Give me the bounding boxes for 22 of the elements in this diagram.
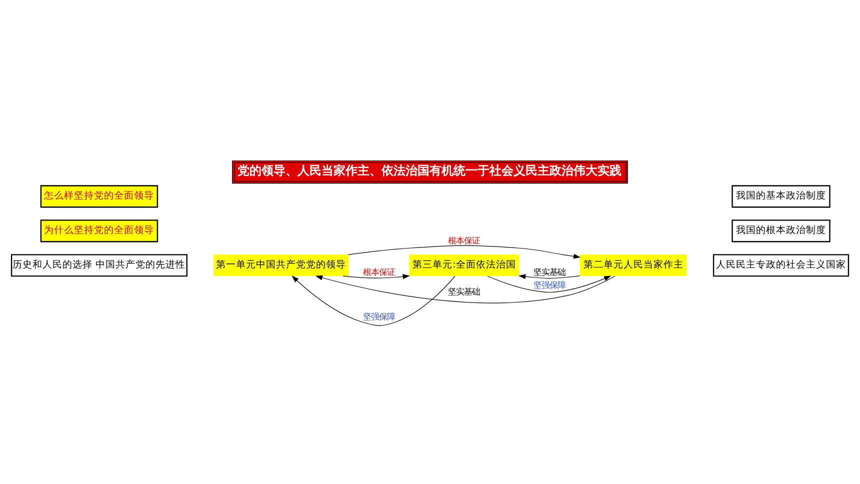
edge-label: 坚实基础 — [448, 286, 480, 297]
node-box: 第一单元中国共产党党的领导 — [214, 254, 349, 276]
arrow — [348, 245, 581, 259]
node-box: 人民民主专政的社会主义国家 — [712, 254, 850, 277]
arrow — [292, 276, 456, 326]
node-box: 第三单元:全面依法治国 — [409, 254, 520, 276]
node-box: 我国的根本政治制度 — [732, 220, 830, 242]
diagram-title: 党的领导、人民当家作主、依法治国有机统一于社会义民主政治伟大实践 — [237, 163, 622, 178]
edge-label: 坚实基础 — [533, 267, 566, 278]
node-box: 为什么坚持党的全面领导 — [40, 220, 158, 242]
edge-label: 根本保证 — [362, 267, 395, 278]
arrow — [518, 274, 580, 280]
edge-label: 坚强保障 — [362, 312, 395, 322]
arrow — [342, 274, 410, 280]
node-box: 历史和人民的选择 中国共产党的先进性 — [10, 254, 188, 277]
node-box: 第二单元人民当家作主 — [580, 254, 687, 276]
arrow — [487, 276, 612, 293]
arrow — [315, 275, 616, 304]
edge-label: 坚强保障 — [533, 280, 566, 290]
edge-label: 根本保证 — [448, 236, 480, 246]
node-box: 我国的基本政治制度 — [732, 185, 830, 208]
node-box: 怎么样坚持党的全面领导 — [40, 185, 158, 208]
